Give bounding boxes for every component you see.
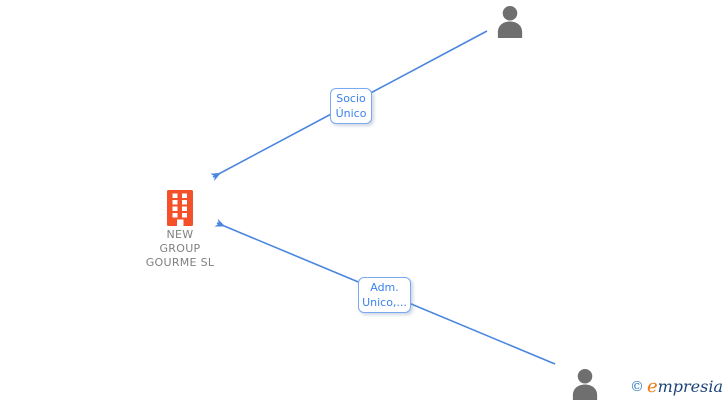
person-icon	[570, 368, 600, 400]
empresia-watermark: ©empresia	[630, 376, 723, 397]
building-icon	[167, 190, 193, 226]
edge-label-line: Socio	[336, 92, 366, 105]
brand-name: mpresia	[657, 377, 723, 396]
copyright-icon: ©	[629, 379, 644, 395]
company-name-line: GOURME SL	[145, 256, 215, 269]
edge-label-socio-unico[interactable]: Socio Único	[330, 88, 372, 124]
company-name-line: GROUP	[159, 242, 201, 255]
company-name: NEW GROUP GOURME SL	[110, 228, 250, 270]
company-node[interactable]: NEW GROUP GOURME SL	[110, 190, 250, 270]
administrator-person-node[interactable]	[570, 368, 600, 400]
edge-label-line: Único	[335, 107, 367, 120]
person-icon	[495, 5, 525, 42]
edge-label-line: Adm.	[370, 281, 399, 294]
edge-label-adm-unico[interactable]: Adm. Unico,...	[358, 277, 411, 313]
edge-label-line: Unico,...	[362, 296, 407, 309]
brand-initial: e	[646, 376, 658, 397]
shareholder-person-node[interactable]	[495, 5, 525, 38]
company-name-line: NEW	[166, 228, 194, 241]
